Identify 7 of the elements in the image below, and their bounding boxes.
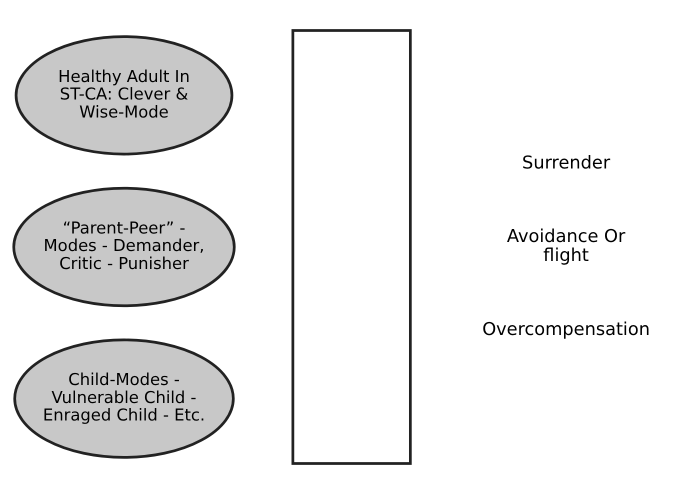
node-ellipse: “Parent-Peer” - Modes - Demander, Critic - Punisher (12, 186, 236, 308)
label: Surrender (522, 153, 610, 174)
label: Overcompensation (482, 320, 650, 340)
label: Avoidance Or flight (506, 227, 626, 266)
node-box (292, 29, 412, 465)
node-ellipse: Child-Modes - Vulnerable Child - Enraged Child - Etc. (13, 338, 235, 459)
node-ellipse: Healthy Adult In ST-CA: Clever & Wise-Mode (14, 35, 234, 156)
